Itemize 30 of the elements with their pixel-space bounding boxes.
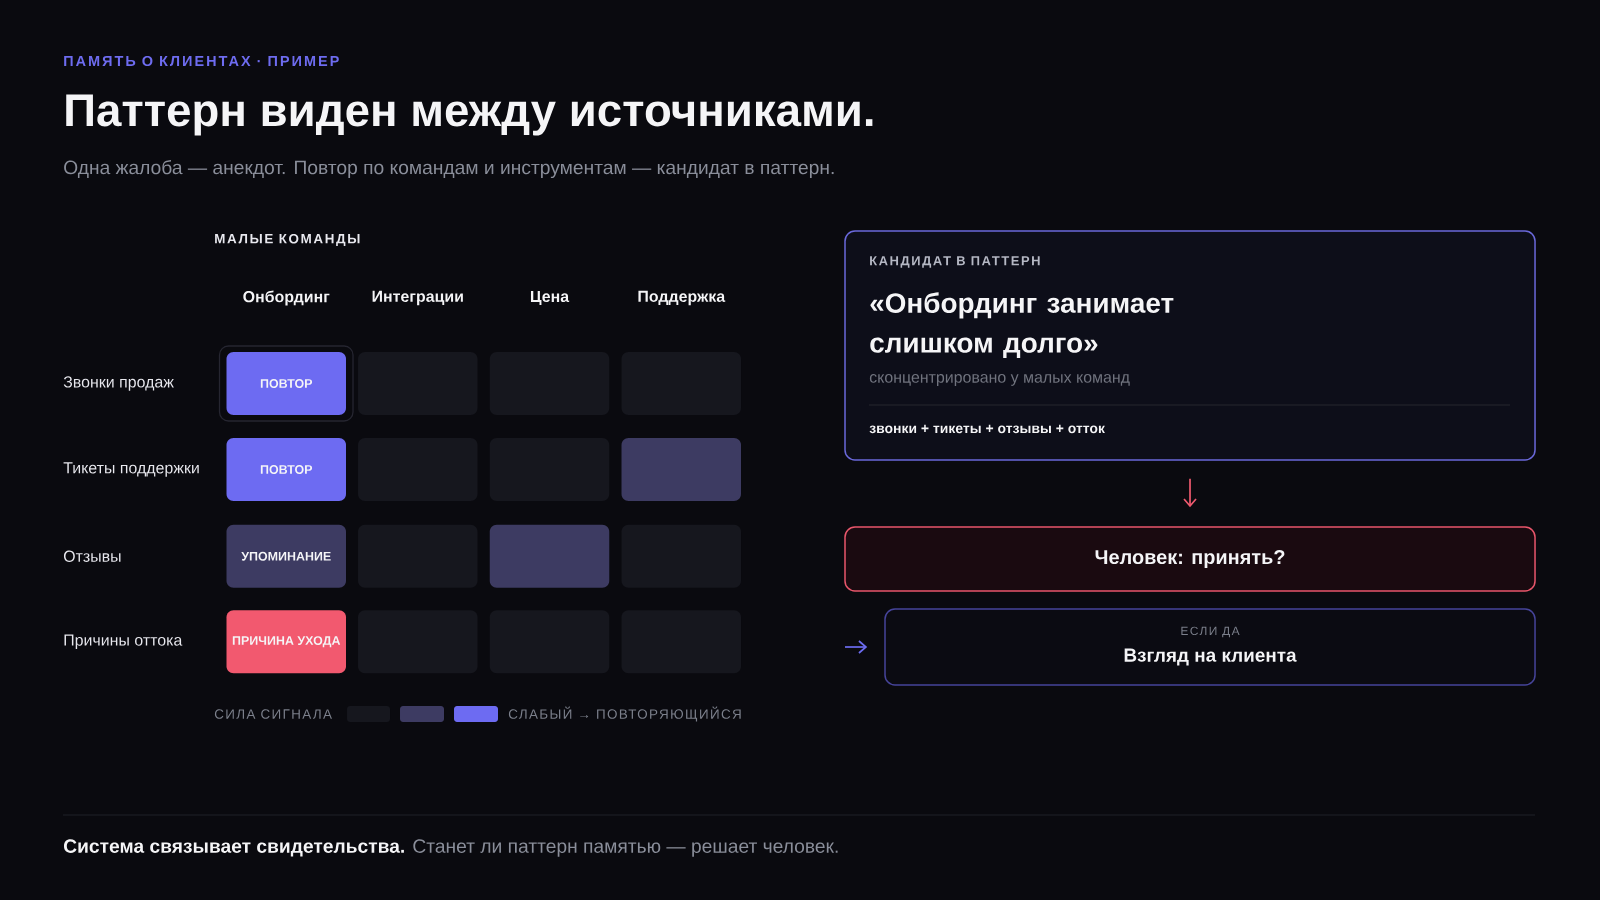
heatmap-cell: ПРИЧИНА УХОДА	[226, 610, 346, 674]
card-eyebrow: КАНДИДАТ В ПАТТЕРН	[870, 256, 1040, 268]
subtitle: Одна жалоба — анекдот. Повтор по командам и инструментам — кандидат в паттерн.	[64, 159, 834, 179]
row-header: Причины оттока	[64, 634, 183, 649]
decision-box: Человек: принять?	[844, 526, 1536, 592]
source-list: звонки + тикеты + отзывы + отток	[869, 424, 1105, 434]
group-heading: МАЛЫЕ КОМАНДЫ	[215, 233, 360, 247]
row-header: Отзывы	[63, 550, 121, 562]
card-subtitle: сконцентрировано у малых команд	[869, 374, 1130, 386]
heatmap-cell	[621, 438, 741, 501]
row-header: Звонки продаж	[63, 376, 174, 391]
column-header: Онбординг	[243, 290, 330, 306]
caption: Система связывает свидетельства. Станет ли паттерн памятью — решает человек.	[64, 839, 838, 857]
title: Паттерн виден между источниками.	[66, 94, 873, 136]
arrow	[844, 640, 868, 654]
column-header: Поддержка	[638, 290, 726, 306]
heatmap-cell: ПОВТОР	[226, 438, 346, 501]
heatmap-cell: УПОМИНАНИЕ	[226, 524, 346, 588]
column-header: Цена	[530, 290, 570, 306]
row-header: Тикеты поддержки	[63, 462, 199, 477]
scale-title: СИЛА СИГНАЛА	[214, 709, 332, 719]
scale-range-text: СЛАБЫЙ → ПОВТОРЯЮЩИЙСЯ	[508, 706, 741, 722]
heatmap-cell: ПОВТОР	[226, 352, 346, 415]
box-title: Взгляд на клиента	[1124, 648, 1297, 666]
arrow	[1183, 477, 1197, 508]
column-header: Интеграции	[372, 290, 463, 306]
quote-heading: «Онбординг занимает слишком долго»	[870, 292, 1174, 359]
box-eyebrow: ЕСЛИ ДА	[1181, 626, 1240, 638]
eyebrow-text: ПАМЯТЬ О КЛИЕНТАХ · ПРИМЕР	[64, 55, 339, 67]
heatmap-cell	[489, 524, 610, 588]
